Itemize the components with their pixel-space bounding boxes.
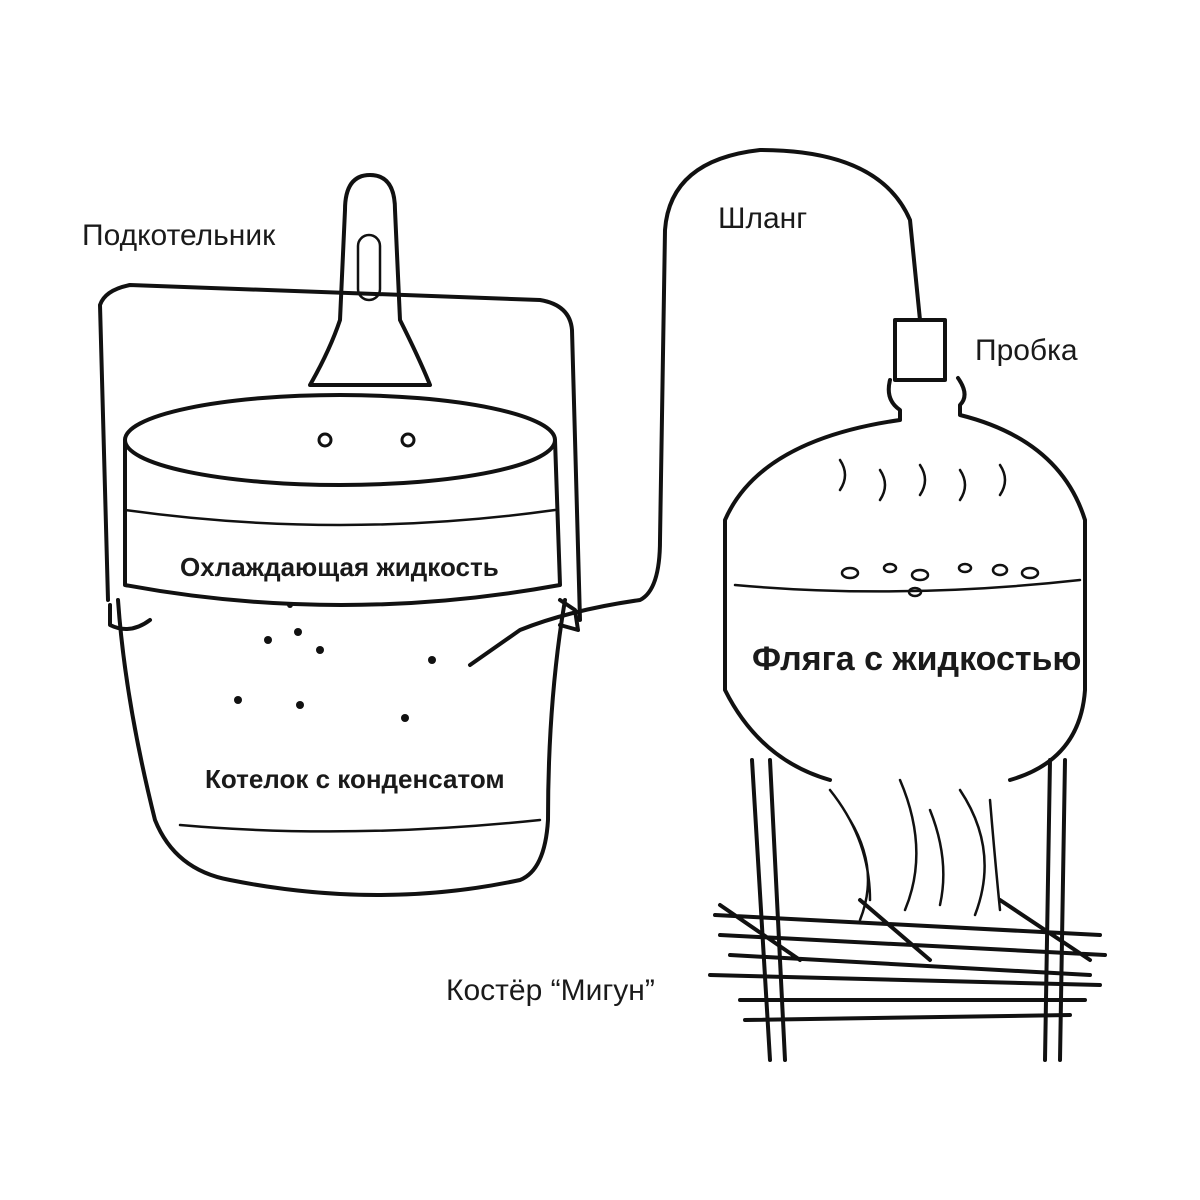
label-stopper: Пробка xyxy=(975,334,1078,367)
label-pot-lid: Подкотельник xyxy=(82,219,276,252)
condensate-pot xyxy=(108,598,580,897)
stand xyxy=(750,758,1067,1062)
condensate-drops xyxy=(234,602,436,722)
label-coolant: Охлаждающая жидкость xyxy=(180,552,499,582)
label-flask: Фляга с жидкостью xyxy=(752,640,1081,678)
lid-handle xyxy=(308,173,432,387)
label-fire: Костёр “Мигун” xyxy=(446,974,655,1007)
coolant-pan xyxy=(123,393,562,607)
label-hose: Шланг xyxy=(718,202,807,235)
fire xyxy=(708,778,1107,1022)
hose xyxy=(468,148,922,667)
stopper xyxy=(893,318,947,382)
pot-handle xyxy=(98,283,582,622)
label-condensate-pot: Котелок с конденсатом xyxy=(205,764,505,794)
flask xyxy=(723,318,1087,782)
lid-slot xyxy=(356,233,382,302)
